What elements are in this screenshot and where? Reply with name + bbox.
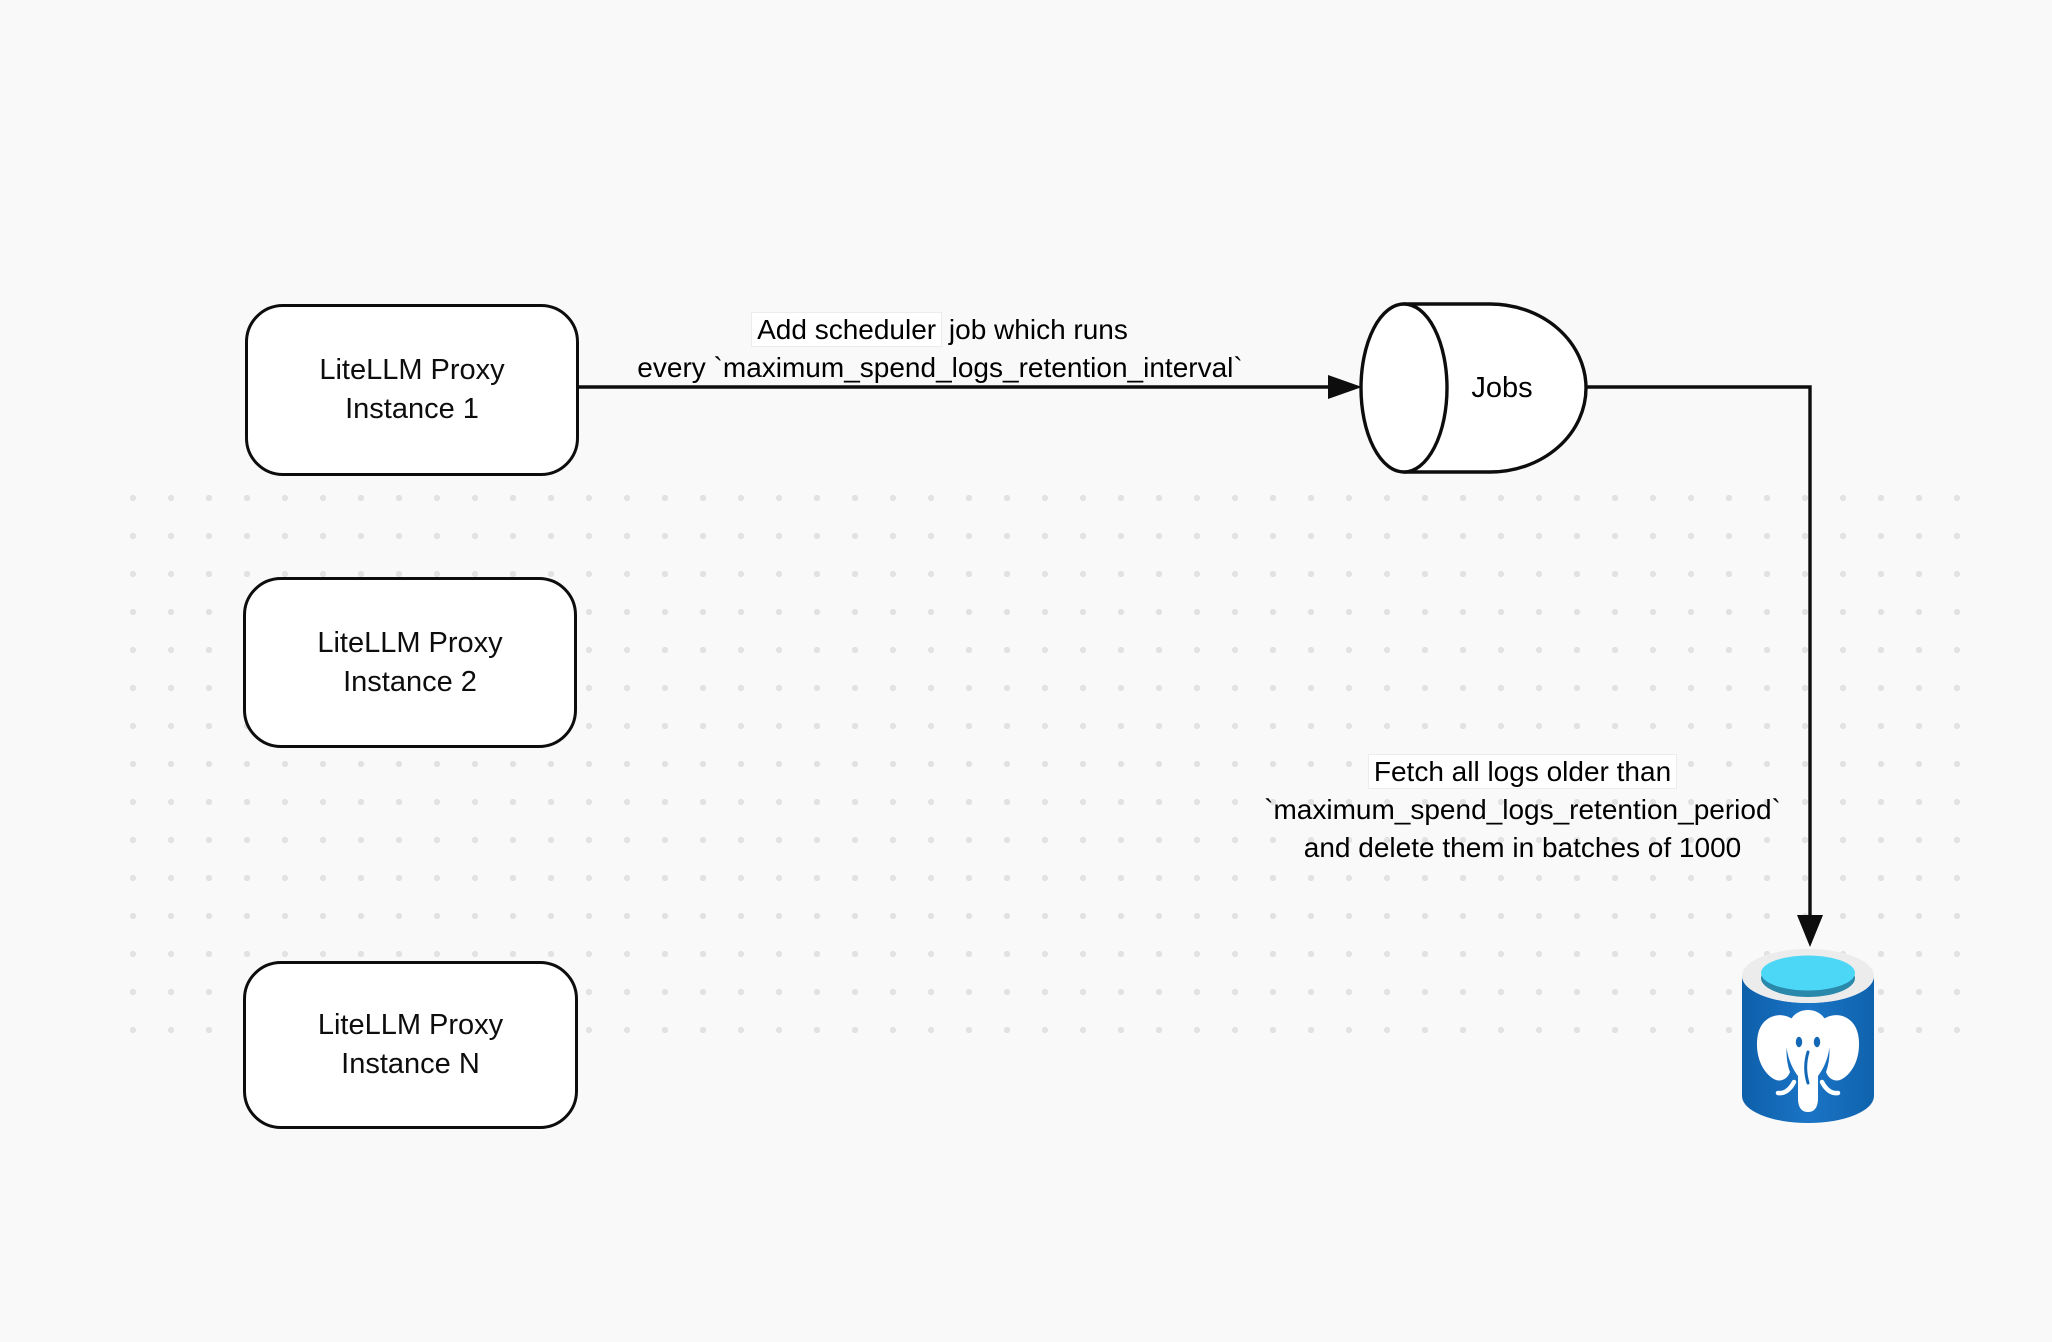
- node-litellm-proxy-instance-1: LiteLLM Proxy Instance 1: [245, 304, 579, 476]
- elephant-logo: [1756, 1010, 1860, 1112]
- jobs-cylinder-label: Jobs: [1471, 372, 1533, 404]
- arrowhead-down-icon: [1797, 915, 1823, 947]
- edge-label-scheduler: Add scheduler job which runs every `maxi…: [540, 311, 1340, 387]
- node-label-line: LiteLLM Proxy: [317, 1009, 504, 1041]
- postgresql-database-icon: [1742, 949, 1874, 1123]
- node-label-line: LiteLLM Proxy: [319, 354, 505, 386]
- node-label-line: Instance 1: [345, 393, 479, 425]
- node-label-line: Instance N: [341, 1048, 480, 1080]
- edge-label-line: and delete them in batches of 1000: [1303, 832, 1742, 863]
- edge-label-fetch-delete: Fetch all logs older than `maximum_spend…: [1200, 753, 1845, 867]
- edge-label-line: every `maximum_spend_logs_retention_inte…: [637, 352, 1243, 383]
- arrow-proxy1-to-jobs: [573, 375, 1362, 399]
- edge-label-line: Add scheduler job which runs: [540, 311, 1340, 349]
- jobs-cylinder-shape: [1359, 302, 1588, 474]
- connector-jobs-to-postgres: [1586, 385, 1823, 947]
- node-litellm-proxy-instance-n: LiteLLM Proxy Instance N: [243, 961, 578, 1129]
- edge-label-line: Fetch all logs older than: [1200, 753, 1845, 791]
- edge-label-highlight: Add scheduler: [752, 313, 942, 346]
- edge-label-line: `maximum_spend_logs_retention_period`: [1264, 794, 1781, 825]
- node-label-line: Instance 2: [343, 665, 477, 698]
- node-label-line: LiteLLM Proxy: [317, 626, 503, 659]
- node-litellm-proxy-instance-2: LiteLLM Proxy Instance 2: [243, 577, 577, 748]
- arrowhead-right-icon: [1328, 375, 1362, 399]
